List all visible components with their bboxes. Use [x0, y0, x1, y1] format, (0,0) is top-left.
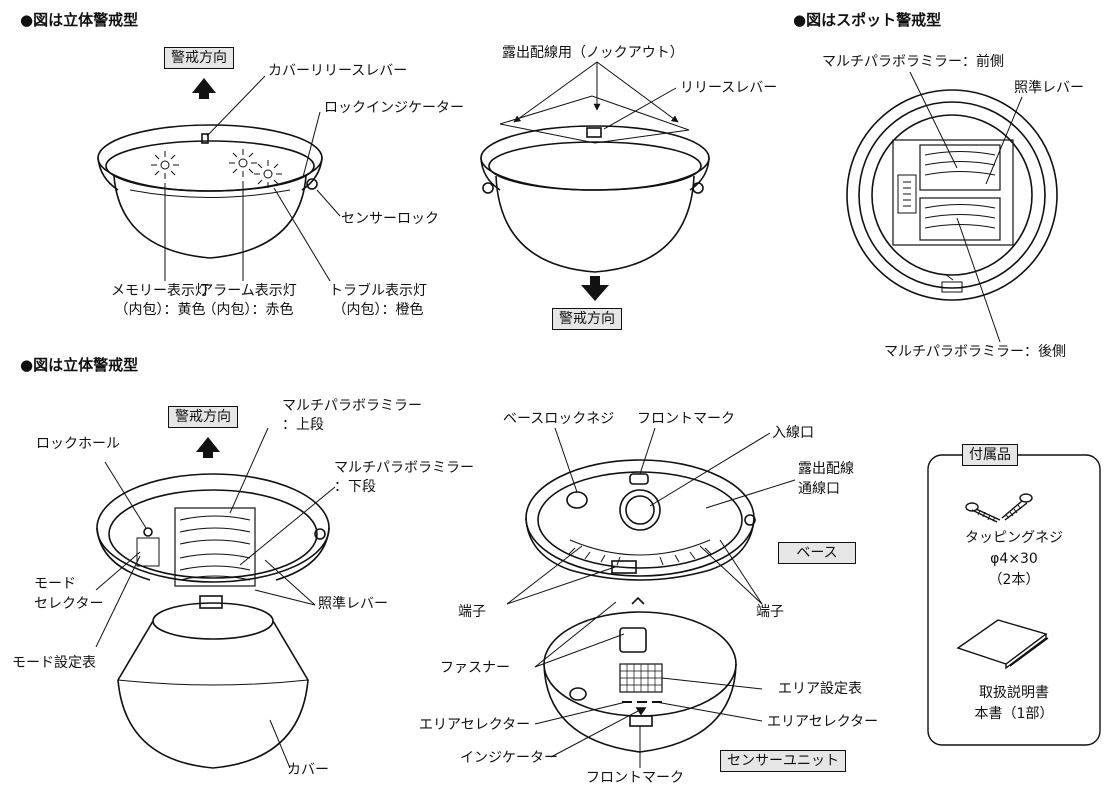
trouble-lamp-sparkle	[254, 160, 282, 188]
direction-box-bottom-left: 警戒方向	[168, 406, 238, 428]
label-cover-release-lever: カバーリリースレバー	[268, 63, 408, 79]
section-header-spot: ●図はスポット警戒型	[793, 11, 942, 29]
label-screw-qty: （2本）	[988, 572, 1040, 588]
direction-box-top-left: 警戒方向	[164, 47, 234, 69]
label-mirror-upper-2: ：上段	[282, 417, 324, 433]
section-header-3d-bottom: ●図は立体警戒型	[20, 356, 139, 374]
label-mirror-upper: マルチパラボラミラー	[282, 398, 422, 414]
screw-icon-1	[965, 502, 1001, 523]
label-manual: 取扱説明書	[979, 685, 1049, 701]
label-trouble-lamp-note: （内包）：橙色	[332, 302, 424, 318]
top-center-sensor-drawing	[480, 95, 710, 301]
label-terminal-right: 端子	[756, 604, 784, 620]
label-area-table: エリア設定表	[778, 681, 862, 697]
label-knockout: 露出配線用（ノックアウト）	[502, 45, 684, 61]
label-alarm-lamp: アラーム表示灯	[199, 283, 297, 299]
label-memory-lamp: メモリー表示灯	[111, 283, 209, 299]
base-label-box: ベース	[778, 542, 856, 564]
direction-arrow-top-center	[581, 285, 609, 301]
label-mirror-lower-2: ：下段	[334, 479, 376, 495]
label-screw-name: タッピングネジ	[965, 530, 1063, 546]
label-aim-lever: 照準レバー	[318, 596, 388, 612]
label-exposed-inlet-2: 通線口	[798, 481, 840, 497]
sensor-unit-label-box: センサーユニット	[720, 750, 846, 772]
label-mirror-front: マルチパラボラミラー：前側	[822, 54, 1004, 70]
label-mirror-rear: マルチパラボラミラー：後側	[884, 344, 1066, 360]
label-fastener: ファスナー	[440, 660, 510, 676]
top-left-sensor-drawing	[97, 78, 323, 259]
direction-arrow-top-left	[192, 78, 216, 93]
label-exposed-inlet: 露出配線	[798, 461, 854, 477]
label-front-mark-top: フロントマーク	[637, 411, 735, 427]
top-left-leaders	[164, 75, 341, 282]
direction-arrow-bottom-left	[196, 437, 220, 452]
label-cover: カバー	[287, 762, 329, 778]
label-release-lever: リリースレバー	[680, 80, 778, 96]
bottom-left-sensor-drawing	[96, 437, 330, 769]
label-front-mark-bottom: フロントマーク	[586, 770, 684, 786]
label-memory-lamp-note: （内包）：黄色	[114, 302, 206, 318]
label-trouble-lamp: トラブル表示灯	[329, 283, 427, 299]
label-mirror-lower: マルチパラボラミラー	[334, 460, 474, 476]
label-sensor-lock: センサーロック	[341, 211, 439, 227]
memory-lamp-sparkle	[151, 151, 179, 179]
label-lock-indicator: ロックインジケーター	[324, 100, 464, 116]
label-cable-inlet: 入線口	[772, 425, 814, 441]
bottom-center-leaders	[506, 427, 796, 768]
label-terminal-left: 端子	[458, 604, 486, 620]
section-header-3d-top: ●図は立体警戒型	[20, 11, 139, 29]
accessories-title: 付属品	[962, 444, 1018, 466]
alarm-lamp-sparkle	[229, 149, 257, 177]
screw-icon-2	[1001, 493, 1033, 521]
manual-icon	[956, 619, 1049, 670]
top-center-leaders	[513, 61, 679, 130]
direction-box-top-center: 警戒方向	[552, 308, 622, 330]
label-area-selector-left: エリアセレクター	[419, 717, 531, 733]
label-mode-selector-2: セレクター	[34, 596, 104, 612]
label-mode-table: モード設定表	[12, 655, 96, 671]
label-mode-selector: モード	[34, 576, 76, 592]
label-screw-size: φ4×30	[990, 551, 1038, 567]
label-area-selector-right: エリアセレクター	[767, 714, 879, 730]
label-indicator: インジケーター	[460, 750, 558, 766]
top-right-leaders	[909, 71, 1023, 343]
label-lock-hole: ロックホール	[36, 436, 120, 452]
label-manual-2: 本書（1部）	[974, 706, 1054, 722]
label-alarm-lamp-note: （内包）：赤色	[202, 302, 294, 318]
label-base-lock-screw: ベースロックネジ	[503, 411, 615, 427]
bottom-center-base-drawing	[525, 459, 756, 581]
bottom-left-leaders	[95, 427, 336, 769]
top-right-sensor-drawing	[846, 89, 1058, 301]
label-aim-lever-spot: 照準レバー	[1014, 80, 1084, 96]
